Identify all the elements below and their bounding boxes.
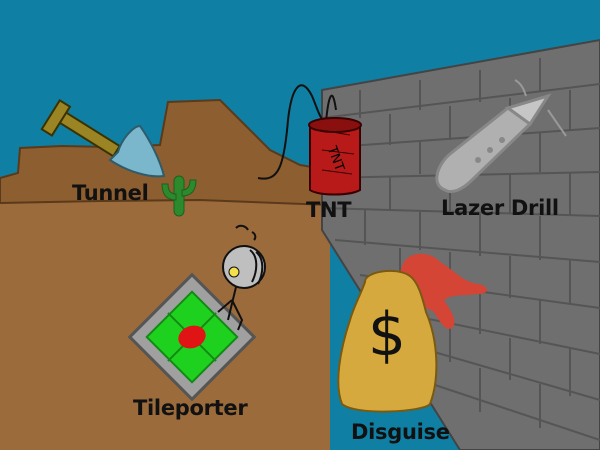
disguise-label[interactable]: Disguise	[351, 420, 450, 444]
tunnel-label[interactable]: Tunnel	[72, 181, 149, 205]
stickman-character	[217, 224, 266, 331]
lazer-drill-label[interactable]: Lazer Drill	[441, 196, 559, 220]
desert-hills	[0, 98, 331, 207]
laser-drill-icon[interactable]	[435, 79, 567, 194]
money-bag-icon[interactable]: $	[337, 269, 438, 413]
tileporter-label[interactable]: Tileporter	[133, 396, 248, 420]
dynamite-icon[interactable]: TNT	[257, 84, 362, 196]
tnt-label[interactable]: TNT	[306, 198, 352, 222]
cactus-icon	[161, 175, 197, 217]
shovel-icon[interactable]	[40, 98, 166, 178]
paint-splat	[400, 253, 487, 329]
teleporter-pad-icon[interactable]	[127, 272, 257, 402]
bag-dollar-text: $	[368, 300, 406, 370]
